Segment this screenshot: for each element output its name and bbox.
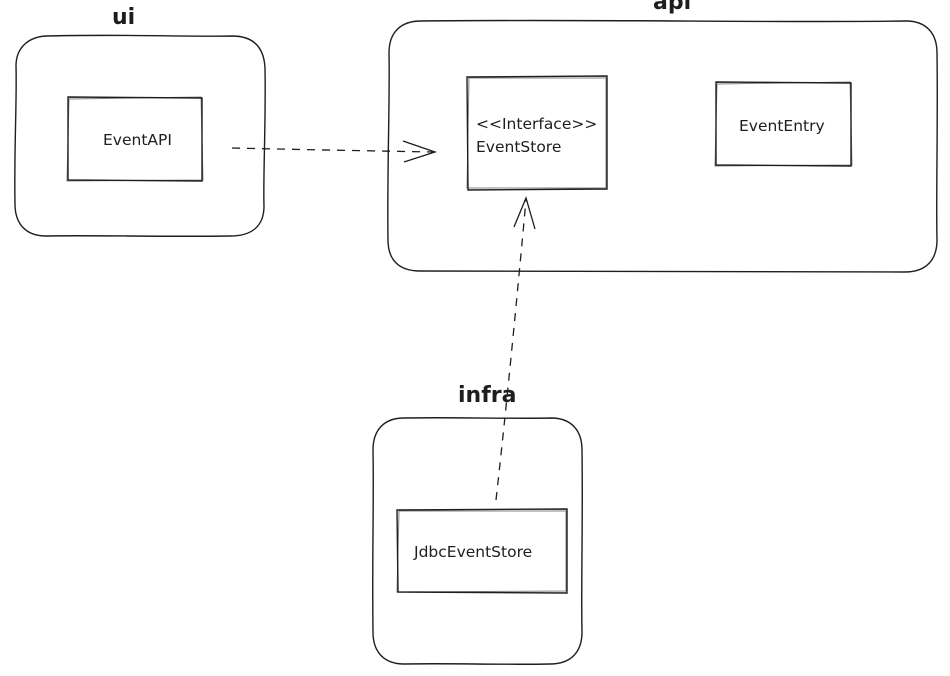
class-jdbc-event-store-label: JdbcEventStore	[413, 543, 532, 561]
package-api[interactable]: api	[387, 0, 938, 273]
package-infra-frame	[372, 417, 583, 665]
dependency-eventapi-to-eventstore	[231, 140, 438, 163]
dependency-jdbc-to-eventstore	[495, 196, 536, 501]
class-event-store-box	[466, 75, 608, 191]
class-event-entry[interactable]: EventEntry	[714, 81, 853, 167]
class-event-api[interactable]: EventAPI	[66, 96, 204, 182]
package-infra[interactable]: infra	[372, 383, 583, 665]
package-ui-label: ui	[112, 5, 135, 30]
dependency-eventapi-line	[231, 147, 434, 153]
dependency-jdbc-arrowhead	[513, 196, 536, 230]
class-event-store[interactable]: <<Interface>> EventStore	[466, 75, 608, 191]
class-event-api-label: EventAPI	[103, 131, 172, 149]
class-jdbc-event-store[interactable]: JdbcEventStore	[396, 508, 568, 594]
package-ui[interactable]: ui	[14, 5, 266, 237]
package-ui-frame	[14, 34, 266, 237]
dependency-jdbc-line	[495, 199, 527, 501]
class-event-entry-label: EventEntry	[739, 117, 825, 135]
class-event-store-label: EventStore	[476, 138, 561, 156]
package-api-frame	[387, 19, 938, 273]
class-event-store-stereotype: <<Interface>>	[476, 115, 597, 133]
package-api-label: api	[653, 0, 691, 15]
dependency-eventapi-arrowhead	[402, 140, 438, 163]
